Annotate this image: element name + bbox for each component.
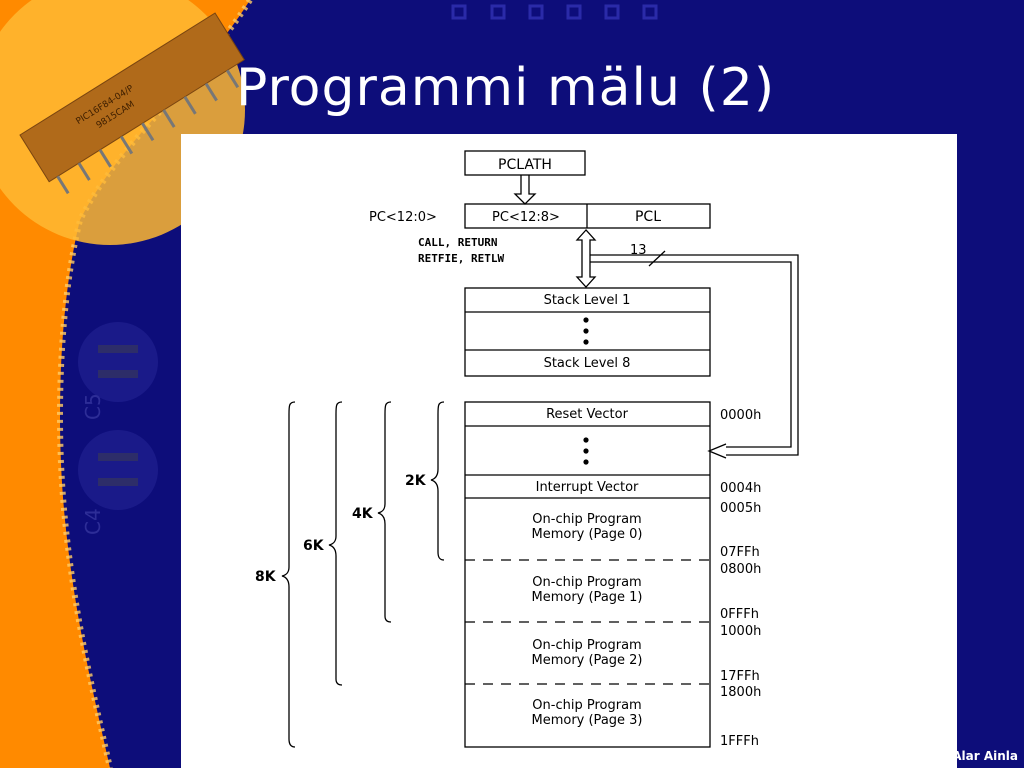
brace-2k xyxy=(430,401,445,561)
pc-high-label: PC<12:8> xyxy=(492,210,560,225)
stack-level-1: Stack Level 1 xyxy=(544,293,631,308)
page-1-line-1: On-chip Program xyxy=(532,575,641,590)
pcl-label: PCL xyxy=(635,209,661,225)
brace-6k xyxy=(328,401,343,686)
address-17ffh: 17FFh xyxy=(720,669,760,684)
reset-vector-label: Reset Vector xyxy=(546,407,629,422)
stack-box xyxy=(464,287,711,377)
brace-2k-label: 2K xyxy=(405,473,427,489)
bus-width-label: 13 xyxy=(630,243,647,258)
top-squares-decor xyxy=(451,4,658,20)
address-0fffh: 0FFFh xyxy=(720,607,759,622)
interrupt-vector-label: Interrupt Vector xyxy=(536,480,639,495)
program-memory-box xyxy=(464,401,711,748)
memory-map-diagram: PCLATH PC<12:0> PC<12:8> PCL CALL, RETUR… xyxy=(255,150,799,749)
page-3-line-2: Memory (Page 3) xyxy=(531,713,642,728)
page-1-line-2: Memory (Page 1) xyxy=(531,590,642,605)
instr-line-2: RETFIE, RETLW xyxy=(418,252,504,265)
address-1fffh: 1FFFh xyxy=(720,734,759,749)
address-0004h: 0004h xyxy=(720,481,761,496)
brace-8k xyxy=(281,401,296,748)
address-1800h: 1800h xyxy=(720,685,761,700)
capacitor-decor: C5 C4 xyxy=(78,322,158,535)
page-0-line-2: Memory (Page 0) xyxy=(531,527,642,542)
pclath-box xyxy=(464,150,586,176)
page-0-line-1: On-chip Program xyxy=(532,512,641,527)
address-1000h: 1000h xyxy=(720,624,761,639)
brace-4k xyxy=(377,401,392,623)
pc-label: PC<12:0> xyxy=(369,210,437,225)
page-3-line-1: On-chip Program xyxy=(532,698,641,713)
brace-8k-label: 8K xyxy=(255,569,277,585)
author-footer: Alar Ainla xyxy=(952,749,1018,763)
stack-level-8: Stack Level 8 xyxy=(544,356,631,371)
address-0800h: 0800h xyxy=(720,562,761,577)
brace-6k-label: 6K xyxy=(303,538,325,554)
slide-title: Programmi mälu (2) xyxy=(236,58,776,118)
bus-slash xyxy=(648,250,666,267)
address-07ffh: 07FFh xyxy=(720,545,760,560)
bus-line-inner xyxy=(590,261,792,448)
stack-arrow xyxy=(575,229,597,288)
bus-line-outer xyxy=(590,254,799,456)
pclath-arrow xyxy=(513,175,537,205)
diagram-panel: PCLATH PC<12:0> PC<12:8> PCL CALL, RETUR… xyxy=(181,134,957,768)
address-0005h: 0005h xyxy=(720,501,761,516)
component-c4: C4 xyxy=(81,508,105,535)
page-2-line-1: On-chip Program xyxy=(532,638,641,653)
instr-line-1: CALL, RETURN xyxy=(418,236,497,249)
page-2-line-2: Memory (Page 2) xyxy=(531,653,642,668)
brace-4k-label: 4K xyxy=(352,506,374,522)
address-0000h: 0000h xyxy=(720,408,761,423)
pclath-label: PCLATH xyxy=(498,157,552,173)
component-c5: C5 xyxy=(81,393,105,420)
bus-arrowhead xyxy=(707,443,727,459)
